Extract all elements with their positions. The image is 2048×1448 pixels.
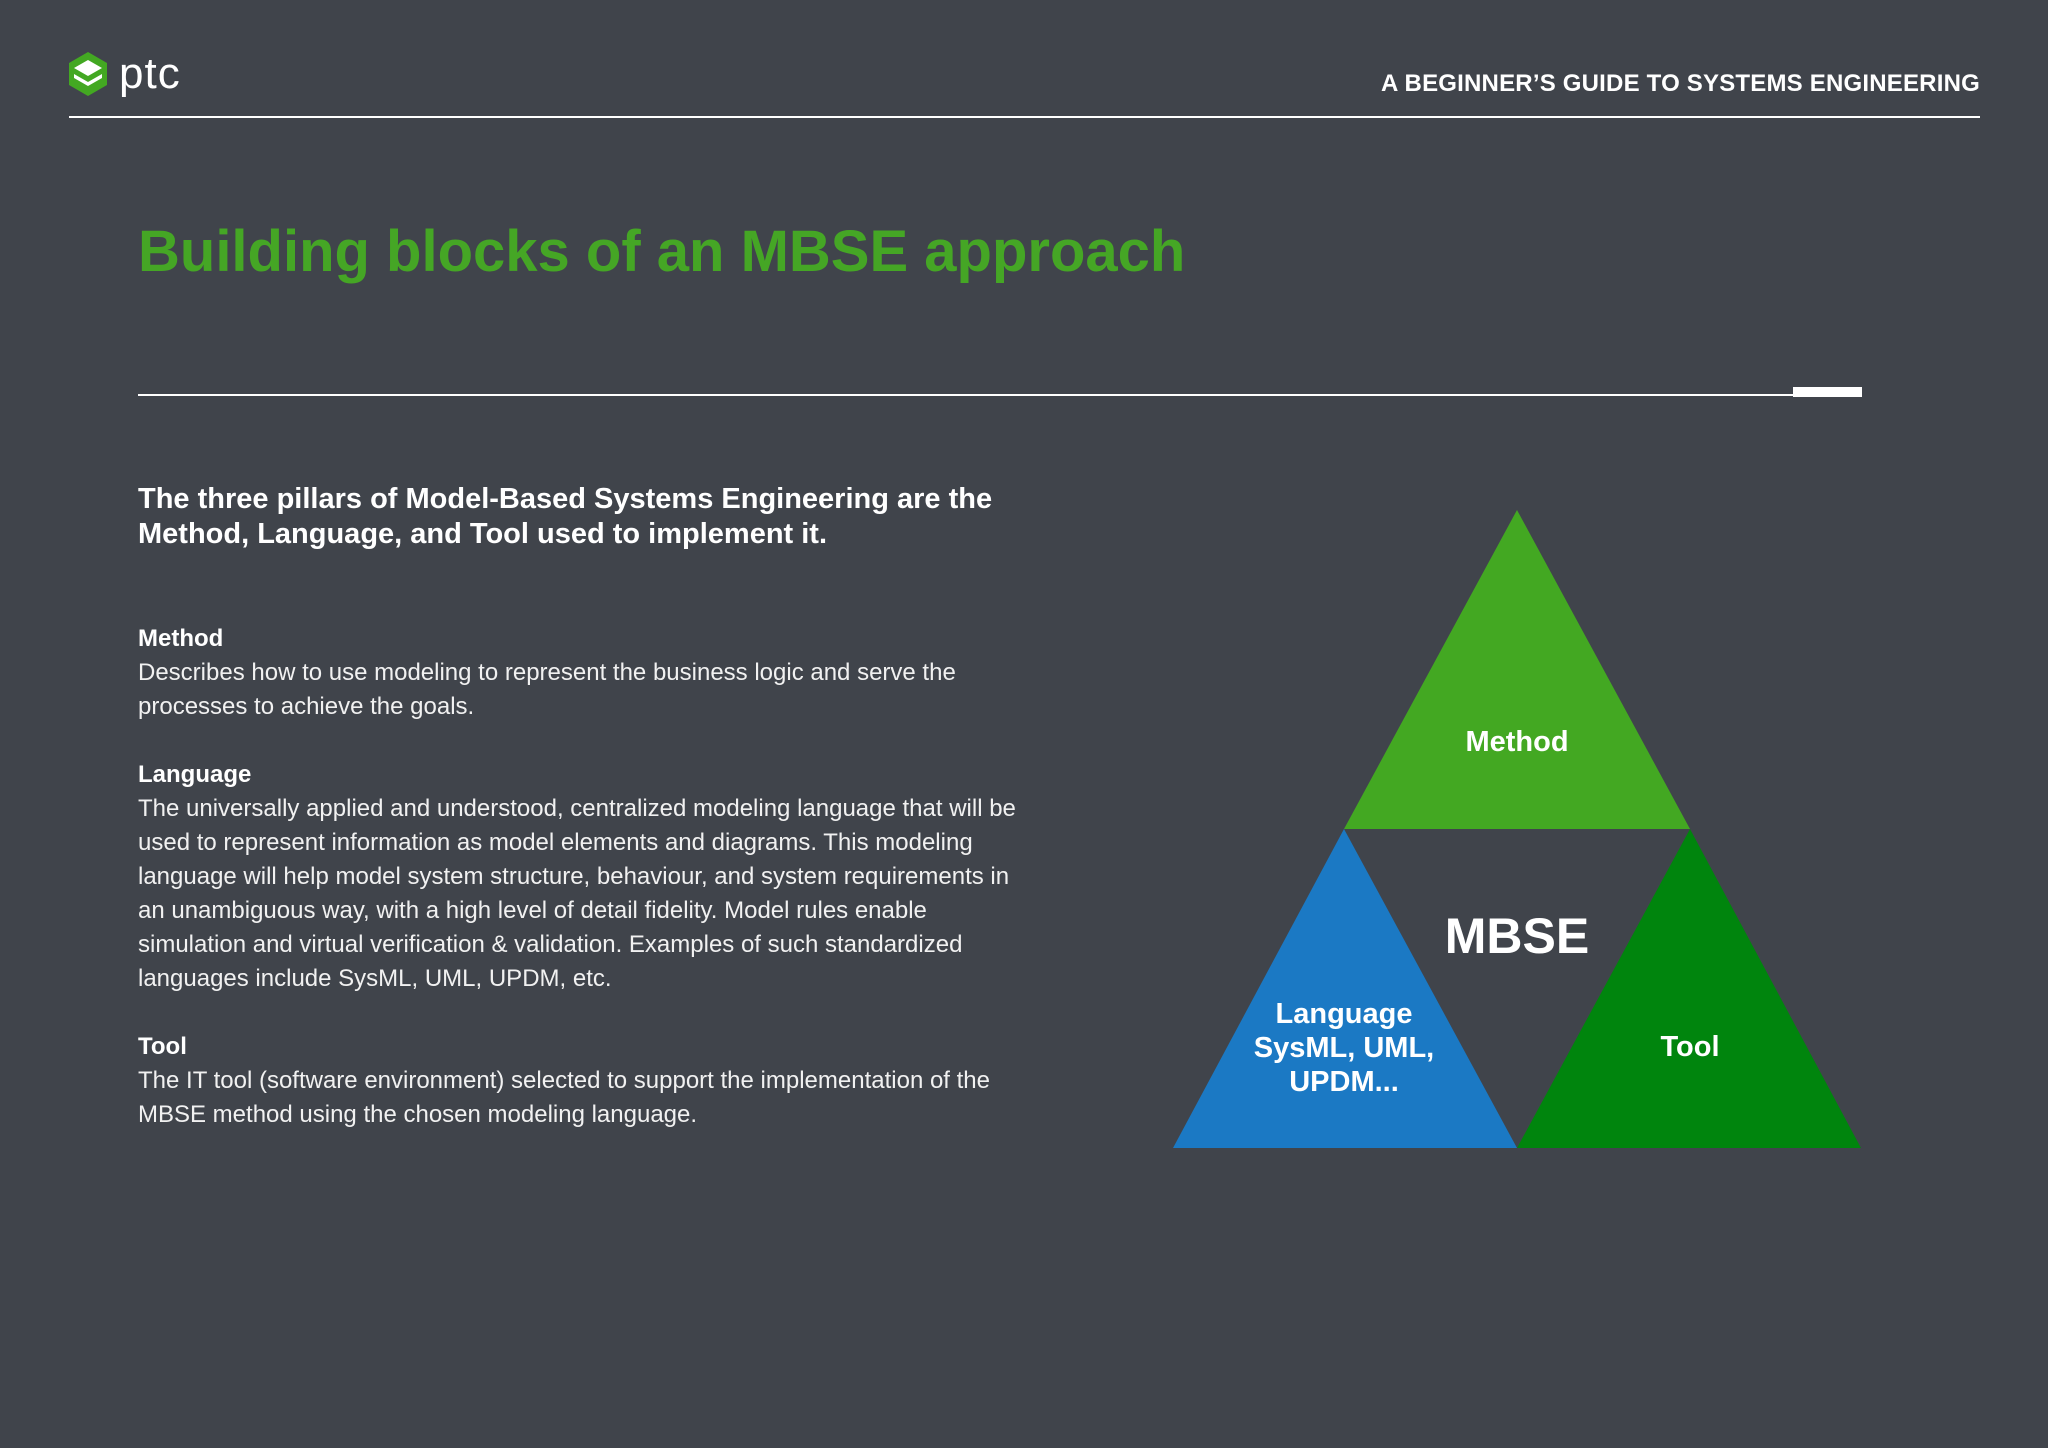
pillar-description: The IT tool (software environment) selec… xyxy=(138,1067,990,1128)
ptc-logo[interactable]: ptc xyxy=(69,52,181,96)
page-header: ptc A BEGINNER’S GUIDE TO SYSTEMS ENGINE… xyxy=(69,48,1980,118)
ptc-logo-icon xyxy=(69,52,107,96)
pillar-method: Method Describes how to use modeling to … xyxy=(138,622,1038,724)
method-label: Method xyxy=(1465,726,1568,758)
language-examples-label: UPDM... xyxy=(1289,1066,1399,1098)
pillar-list: Method Describes how to use modeling to … xyxy=(138,622,1038,1166)
pillar-title: Tool xyxy=(138,1033,187,1060)
logo-text: ptc xyxy=(119,49,181,98)
pillar-tool: Tool The IT tool (software environment) … xyxy=(138,1030,1038,1132)
page-title: Building blocks of an MBSE approach xyxy=(138,219,1186,284)
title-divider xyxy=(138,394,1862,396)
intro-text: The three pillars of Model-Based Systems… xyxy=(138,483,993,550)
title-divider-accent xyxy=(1793,387,1862,397)
tool-label: Tool xyxy=(1660,1031,1719,1063)
pillar-language: Language The universally applied and und… xyxy=(138,758,1038,996)
mbse-center-label: MBSE xyxy=(1445,908,1589,964)
pillar-title: Method xyxy=(138,625,224,652)
language-label: Language xyxy=(1276,998,1413,1030)
method-triangle xyxy=(1344,510,1690,829)
pillar-title: Language xyxy=(138,761,252,788)
guide-title: A BEGINNER’S GUIDE TO SYSTEMS ENGINEERIN… xyxy=(1381,70,1980,97)
pillar-description: Describes how to use modeling to represe… xyxy=(138,659,956,720)
language-examples-label: SysML, UML, xyxy=(1254,1032,1434,1064)
language-triangle xyxy=(1173,829,1517,1148)
tool-triangle xyxy=(1517,829,1861,1148)
pillar-description: The universally applied and understood, … xyxy=(138,795,1016,992)
